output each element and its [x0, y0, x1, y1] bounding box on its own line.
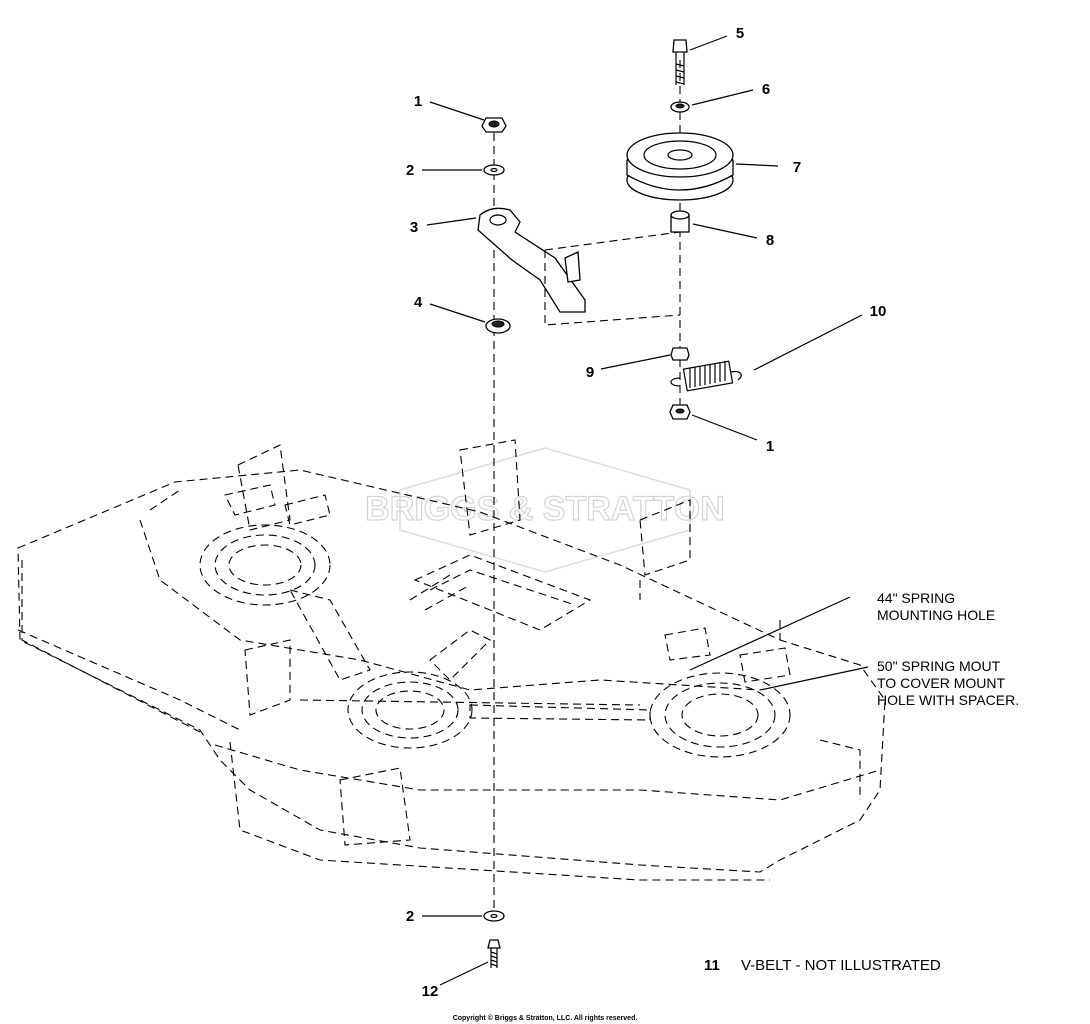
callout-1-top: 1 — [414, 93, 422, 110]
callout-10: 10 — [870, 303, 887, 320]
note-44-line1: 44" SPRING — [877, 590, 955, 606]
callout-1-lower: 1 — [766, 438, 774, 455]
callout-6: 6 — [762, 81, 770, 98]
note-44-line2: MOUNTING HOLE — [877, 607, 995, 623]
note-50-line1: 50" SPRING MOUT — [877, 658, 1001, 674]
callout-3: 3 — [410, 219, 418, 236]
idler-arm — [477, 207, 586, 313]
watermark-text: BRIGGS & STRATTON — [365, 490, 725, 528]
idler-pulley — [626, 132, 734, 201]
callout-9: 9 — [586, 364, 594, 381]
callout-8: 8 — [766, 232, 774, 249]
copyright-text: Copyright © Briggs & Stratton, LLC. All … — [453, 1014, 638, 1022]
callout-2-bottom: 2 — [406, 908, 414, 925]
note-50-line2: TO COVER MOUNT — [877, 675, 1006, 691]
legend-text: V-BELT - NOT ILLUSTRATED — [741, 957, 941, 974]
callout-5: 5 — [736, 25, 744, 42]
callout-4: 4 — [414, 294, 423, 311]
idler-washer — [670, 101, 690, 113]
bolt-bottom — [487, 939, 501, 968]
spring-nut — [670, 347, 690, 361]
spacer — [670, 210, 690, 233]
washer-top — [483, 164, 505, 176]
watermark: BRIGGS & STRATTON — [365, 447, 725, 573]
callout-7: 7 — [793, 159, 801, 176]
tension-spring — [670, 360, 742, 392]
callout-12: 12 — [422, 983, 439, 1000]
legend-number: 11 — [704, 957, 720, 974]
mower-deck — [17, 439, 886, 881]
callout-2-top: 2 — [406, 162, 414, 179]
washer-bottom — [483, 910, 505, 922]
flange-nut-top — [481, 117, 507, 133]
bushing — [485, 318, 511, 334]
note-50-line3: HOLE WITH SPACER. — [877, 692, 1019, 708]
note-50-spring: 50" SPRING MOUT TO COVER MOUNT HOLE WITH… — [877, 658, 1019, 708]
idler-bolt — [672, 39, 688, 85]
note-44-spring: 44" SPRING MOUNTING HOLE — [877, 590, 995, 623]
leader-lines — [422, 35, 869, 986]
